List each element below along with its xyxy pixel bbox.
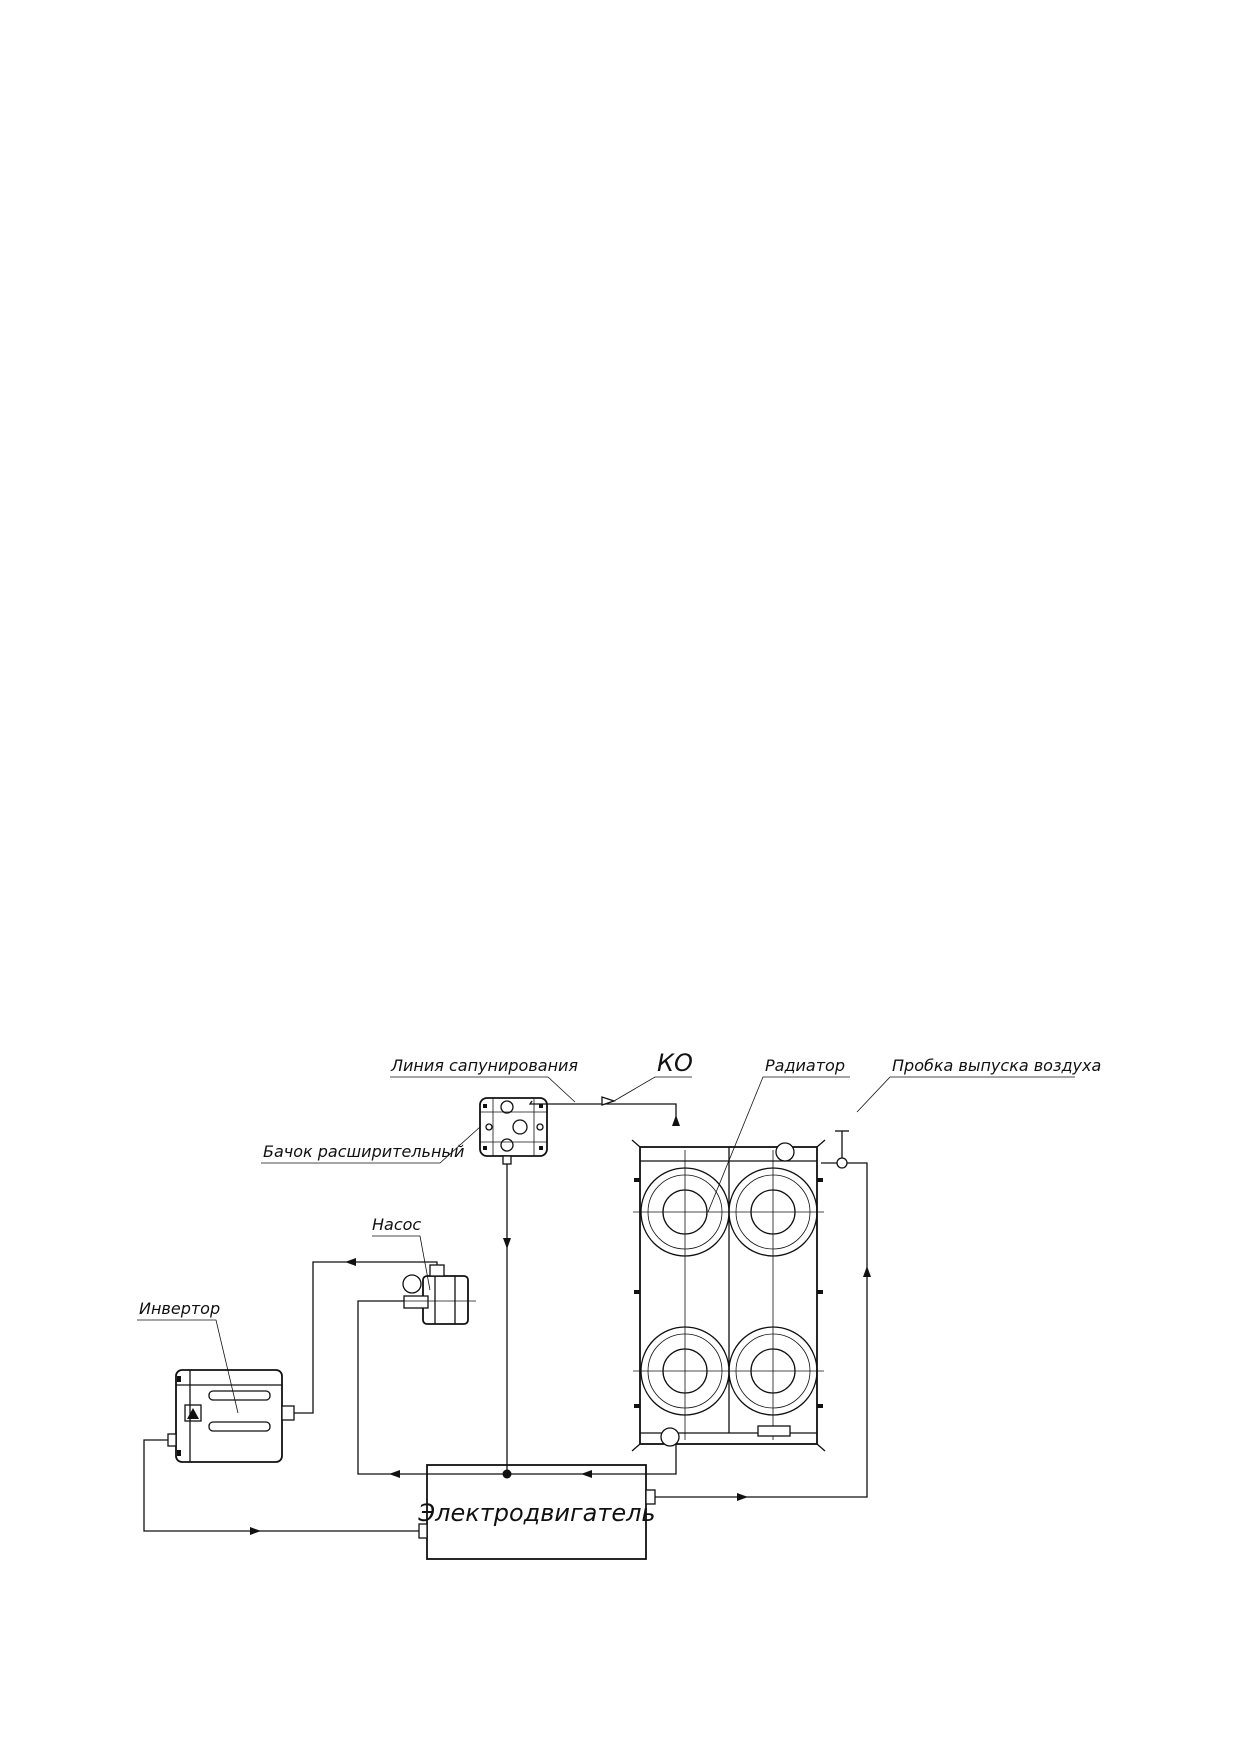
- inverter: [167, 1369, 295, 1463]
- radiator-fan: [728, 1326, 818, 1416]
- bleed-line-label: Линия сапунирования: [390, 1056, 578, 1075]
- ko-label: КО: [657, 1049, 693, 1077]
- pipe-junction: [502, 1469, 512, 1479]
- expansion-tank-label: Бачок расширительный: [263, 1142, 464, 1161]
- coolant-pipes: [143, 1100, 868, 1532]
- air-plug-label: Пробка выпуска воздуха: [892, 1056, 1101, 1075]
- inverter-label: Инвертор: [139, 1299, 220, 1318]
- motor-label: Электродвигатель: [417, 1499, 655, 1527]
- electric-motor: [418, 1464, 656, 1560]
- radiator-fan: [728, 1167, 818, 1257]
- flow-arrows: [250, 1115, 871, 1535]
- pump-label: Насос: [372, 1215, 421, 1234]
- radiator-label: Радиатор: [765, 1056, 845, 1075]
- radiator: [631, 1139, 826, 1452]
- expansion-tank: [479, 1097, 548, 1165]
- leader-lines: [137, 1076, 1075, 1414]
- air-plug-junction: [836, 1157, 848, 1169]
- pump: [395, 1264, 476, 1325]
